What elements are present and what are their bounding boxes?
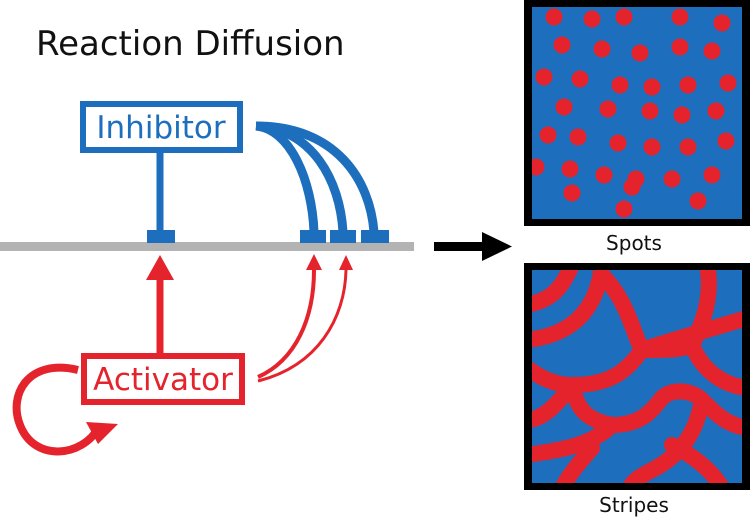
result-arrow-shaft: [434, 242, 484, 251]
stripe-path: [555, 440, 600, 483]
activator-self-loop-arrowhead: [86, 422, 118, 444]
spot: [689, 192, 707, 210]
spot: [539, 126, 557, 144]
spot: [553, 36, 571, 54]
activator-arc-2-arrowhead: [339, 255, 353, 270]
spots-caption: Spots: [606, 231, 662, 255]
inhibitor-group: Inhibitor: [80, 101, 389, 243]
stripes-caption: Stripes: [599, 493, 669, 517]
stripe-path: [664, 437, 729, 483]
stripe-path: [684, 270, 717, 353]
spot: [671, 8, 689, 26]
spot: [671, 38, 689, 56]
spot: [623, 178, 641, 196]
spots-group: [532, 8, 737, 218]
result-arrow-head: [482, 232, 512, 261]
spot: [719, 74, 737, 92]
activator-arrowhead: [146, 255, 174, 280]
membrane-line: [0, 242, 414, 251]
spot: [571, 70, 589, 88]
spot: [595, 166, 613, 184]
activator-box: [81, 353, 245, 405]
activator-arc-2: [257, 269, 348, 383]
spot: [555, 98, 573, 116]
spot: [561, 160, 579, 178]
spot: [679, 76, 697, 94]
stripe-path: [623, 392, 710, 483]
spot: [599, 100, 617, 118]
spot: [631, 44, 649, 62]
stripe-path: [532, 270, 579, 313]
page-title: Reaction Diffusion: [36, 24, 345, 64]
activator-arc-1: [257, 269, 316, 379]
spot: [532, 158, 545, 176]
result-arrow: [434, 232, 512, 261]
spot: [583, 10, 601, 28]
spot: [679, 138, 697, 156]
stripe-path: [532, 417, 620, 463]
spot: [641, 102, 659, 120]
spot: [593, 40, 611, 58]
spot: [535, 68, 553, 86]
activator-label: Activator: [93, 362, 233, 398]
spot: [703, 166, 721, 184]
spot: [713, 14, 731, 32]
stripes-group: [532, 270, 742, 483]
activator-group: Activator: [12, 254, 353, 456]
inhibitor-tbar-1: [300, 230, 326, 243]
inhibitor-tbar-2: [330, 230, 356, 243]
activator-arc-1-arrowhead: [306, 254, 322, 270]
spot: [707, 102, 725, 120]
inhibitor-arc-3: [255, 121, 379, 233]
inhibitor-tbar: [147, 230, 175, 243]
spot: [611, 76, 629, 94]
spot: [609, 134, 627, 152]
spot: [643, 78, 661, 96]
stripe-path: [532, 377, 580, 428]
activator-self-loop: [12, 363, 103, 456]
inhibitor-arc-2: [255, 121, 348, 233]
inhibitor-label: Inhibitor: [96, 110, 225, 146]
spot: [615, 200, 633, 218]
spot: [717, 132, 735, 150]
spots-panel: [524, 0, 750, 226]
inhibitor-tbar-3: [361, 230, 389, 243]
spot: [569, 128, 587, 146]
spot: [615, 8, 633, 26]
stripe-path: [604, 383, 710, 433]
stripes-panel: [524, 263, 750, 490]
spot: [703, 42, 721, 60]
spot: [673, 106, 691, 124]
spot: [563, 184, 581, 202]
spot: [545, 8, 563, 26]
spot: [663, 170, 681, 188]
spot: [643, 138, 661, 156]
